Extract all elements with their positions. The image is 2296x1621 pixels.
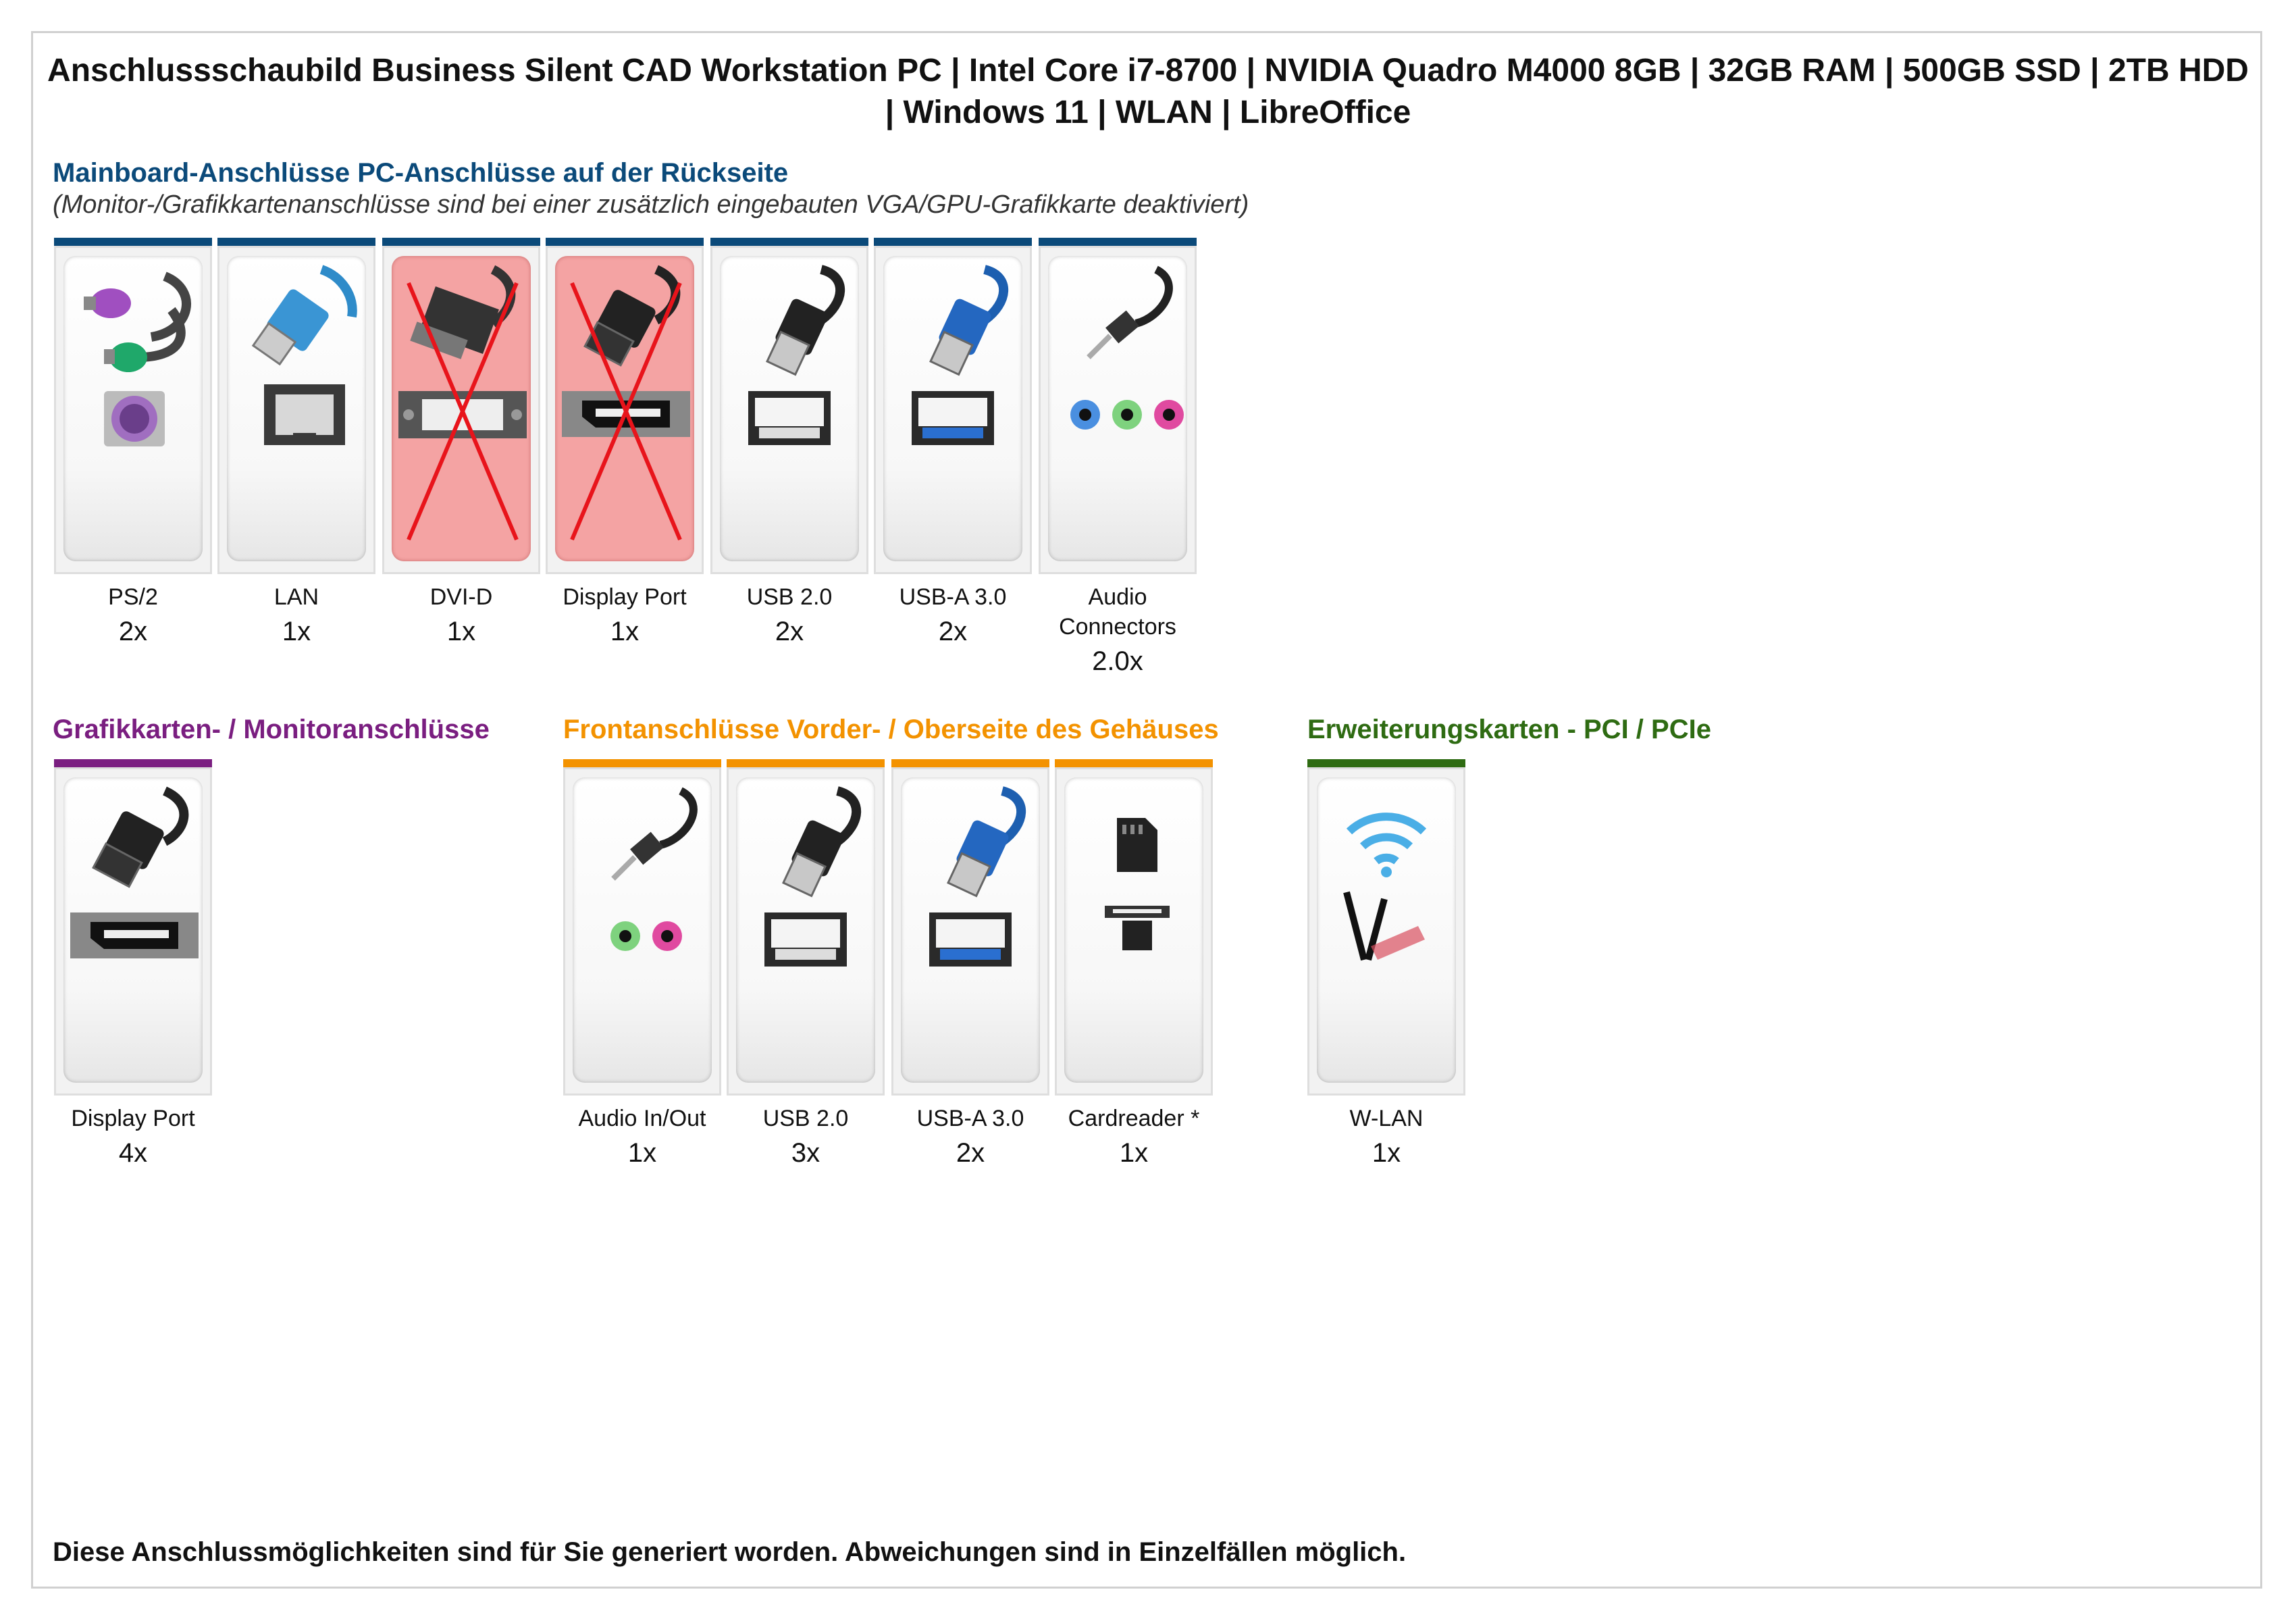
card-accent-bar <box>217 238 375 246</box>
card-accent-bar <box>874 238 1032 246</box>
port-count: 1x <box>1119 1138 1149 1168</box>
page-frame <box>31 31 2262 1589</box>
card-frame <box>217 246 375 574</box>
footer-disclaimer: Diese Anschlussmöglichkeiten sind für Si… <box>53 1537 1407 1567</box>
port-card-erweiterung <box>1307 759 1465 1096</box>
page-title: Anschlussschaubild Business Silent CAD W… <box>47 53 2249 130</box>
card-accent-bar <box>54 238 212 246</box>
card-panel <box>1048 256 1187 561</box>
port-card-front <box>891 759 1049 1096</box>
card-panel <box>555 256 694 561</box>
port-count: 2x <box>118 617 148 646</box>
port-count: 1x <box>446 617 476 646</box>
wlan-icon <box>1343 813 1427 961</box>
grafik-heading: Grafikkarten- / Monitoranschlüsse <box>53 715 490 744</box>
port-label: W-LAN <box>1349 1106 1424 1131</box>
port-card-front <box>1055 759 1213 1096</box>
cardreader-icon <box>1105 818 1170 950</box>
port-card-mainboard <box>54 238 212 574</box>
card-frame <box>546 246 704 574</box>
port-label: PS/2 <box>108 584 158 610</box>
port-card-mainboard <box>546 238 704 574</box>
card-frame <box>563 767 721 1096</box>
card-frame <box>1055 767 1213 1096</box>
card-panel <box>1064 777 1203 1083</box>
card-accent-bar <box>1039 238 1197 246</box>
card-panel <box>736 777 875 1083</box>
card-frame <box>891 767 1049 1096</box>
card-panel <box>63 256 203 561</box>
audio-inout-icon <box>610 787 698 951</box>
port-card-mainboard <box>217 238 375 574</box>
port-count: 4x <box>118 1138 148 1168</box>
card-panel <box>1317 777 1456 1083</box>
audio-icon <box>1070 265 1184 430</box>
card-panel <box>901 777 1040 1083</box>
card-accent-bar <box>727 759 885 767</box>
port-card-mainboard <box>1039 238 1197 574</box>
usb3-icon <box>912 265 1009 445</box>
port-label: Cardreader * <box>1068 1106 1200 1131</box>
port-label: Display Port <box>563 584 687 610</box>
card-frame <box>1307 767 1465 1096</box>
port-label: USB-A 3.0 <box>916 1106 1024 1131</box>
port-card-grafik <box>54 759 212 1096</box>
card-frame <box>54 767 212 1096</box>
card-accent-bar <box>382 238 540 246</box>
front-heading: Frontanschlüsse Vorder- / Oberseite des … <box>563 715 1219 744</box>
card-accent-bar <box>563 759 721 767</box>
port-count: 1x <box>282 617 311 646</box>
dvi-icon <box>398 265 527 541</box>
card-frame <box>727 767 885 1096</box>
displayport-icon <box>70 786 199 958</box>
card-panel <box>720 256 859 561</box>
port-count: 2x <box>938 617 968 646</box>
card-frame <box>54 246 212 574</box>
port-count: 1x <box>1372 1138 1401 1168</box>
port-count: 2.0x <box>1092 646 1143 676</box>
card-frame <box>874 246 1032 574</box>
port-card-mainboard <box>382 238 540 574</box>
port-count: 3x <box>791 1138 820 1168</box>
erweiterung-heading: Erweiterungskarten - PCI / PCIe <box>1307 715 1711 744</box>
port-count: 1x <box>627 1138 657 1168</box>
card-panel <box>63 777 203 1083</box>
ps2-icon <box>84 272 191 446</box>
card-panel <box>573 777 712 1083</box>
port-card-mainboard <box>710 238 868 574</box>
lan-icon <box>251 265 357 445</box>
port-label: DVI-D <box>429 584 493 610</box>
port-label: Audio In/Out <box>578 1106 706 1131</box>
card-accent-bar <box>1055 759 1213 767</box>
card-panel <box>883 256 1022 561</box>
mainboard-note: (Monitor-/Grafikkartenanschlüsse sind be… <box>53 190 1249 219</box>
port-label: USB-A 3.0 <box>899 584 1007 610</box>
card-panel <box>392 256 531 561</box>
port-count: 2x <box>956 1138 985 1168</box>
port-count: 1x <box>610 617 640 646</box>
port-label: USB 2.0 <box>746 584 833 610</box>
port-label: USB 2.0 <box>762 1106 849 1131</box>
port-label: LAN <box>273 584 319 610</box>
card-panel <box>227 256 366 561</box>
port-card-front <box>563 759 721 1096</box>
card-accent-bar <box>546 238 704 246</box>
card-accent-bar <box>891 759 1049 767</box>
card-frame <box>1039 246 1197 574</box>
card-accent-bar <box>710 238 868 246</box>
port-label: Display Port <box>71 1106 195 1131</box>
usb2-icon <box>736 777 875 1083</box>
usb2-icon <box>720 256 859 561</box>
displayport-icon <box>562 265 690 541</box>
port-card-mainboard <box>874 238 1032 574</box>
card-accent-bar <box>54 759 212 767</box>
card-frame <box>382 246 540 574</box>
mainboard-heading: Mainboard-Anschlüsse PC-Anschlüsse auf d… <box>53 158 789 188</box>
usb3-icon <box>929 786 1026 967</box>
card-frame <box>710 246 868 574</box>
card-accent-bar <box>1307 759 1465 767</box>
port-count: 2x <box>775 617 804 646</box>
port-card-front <box>727 759 885 1096</box>
